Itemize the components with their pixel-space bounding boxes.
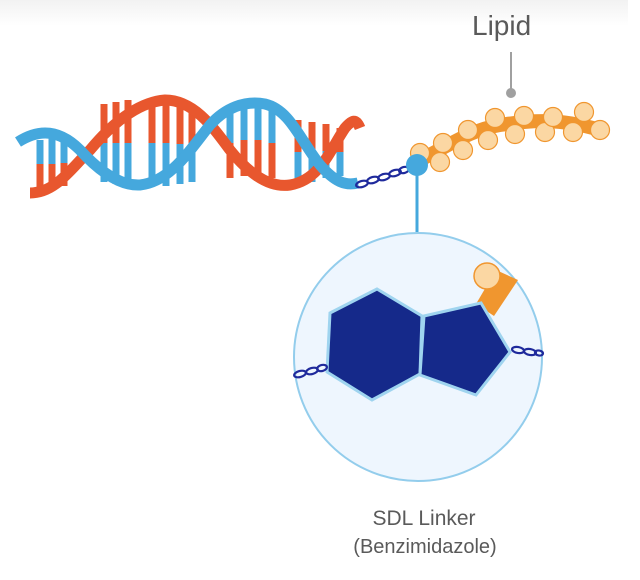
linker-title: SDL Linker (372, 507, 476, 530)
lipid-bead (504, 123, 526, 145)
lipid-bead (477, 129, 499, 151)
benzimidazole-magnified-view (293, 232, 545, 482)
lipid-bead (473, 262, 501, 290)
lipid-bead-chain-icon (409, 101, 611, 173)
lipid-bead (513, 105, 535, 127)
lipid-bead (432, 132, 454, 154)
lipid-bead (457, 119, 479, 141)
chain-link-left (293, 363, 328, 379)
lipid-bead (484, 107, 506, 129)
lipid-attachment (476, 270, 518, 316)
chain-link-icon (355, 165, 410, 189)
dna-strand-red (29, 94, 366, 199)
top-gradient-band (0, 0, 628, 26)
imidazole-ring (418, 301, 512, 397)
lipid-label: Lipid (472, 10, 532, 41)
lipid-beads (409, 101, 611, 173)
dna-double-helix-icon (15, 94, 366, 199)
lipid-bead (429, 151, 451, 173)
lipid-bead (562, 121, 584, 143)
lipid-bead (452, 139, 474, 161)
lipid-pointer (506, 52, 516, 98)
linker-node (406, 154, 428, 232)
chain-link-right (510, 345, 545, 357)
lipid-bead (542, 106, 564, 128)
linker-subtitle: (Benzimidazole) (353, 536, 497, 558)
dna-strand-blue (15, 97, 360, 191)
lipid-bead (573, 101, 595, 123)
dna-base-pairs (36, 100, 344, 190)
benzimidazole-ring-icon (325, 287, 424, 402)
lipid-bead (589, 119, 611, 141)
